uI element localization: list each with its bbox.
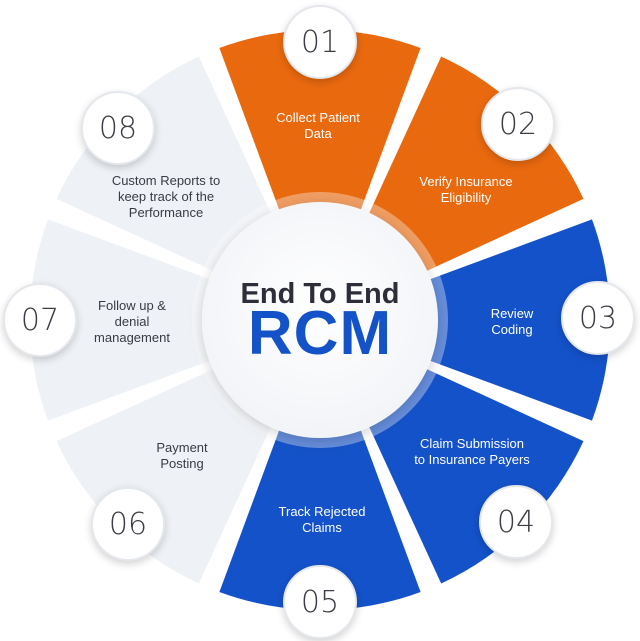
- step-number-badge-03: 03: [561, 281, 635, 355]
- segment-01: [219, 29, 421, 283]
- step-number-badge-05: 05: [283, 565, 357, 639]
- step-label-04: Claim Submission to Insurance Payers: [414, 436, 530, 467]
- step-label-01: Collect Patient Data: [276, 110, 360, 141]
- center-circle: [202, 202, 438, 438]
- step-label-06: Payment Posting: [156, 440, 208, 471]
- segment-05: [219, 357, 421, 610]
- step-number-badge-07: 07: [3, 283, 77, 357]
- step-label-08: Custom Reports to keep track of the Perf…: [111, 173, 221, 220]
- segment-07: [29, 219, 283, 421]
- step-number-badge-06: 06: [91, 487, 165, 561]
- center-title: End To End: [240, 278, 400, 310]
- center-acronym: RCM: [247, 299, 393, 368]
- step-label-05: Track Rejected Claims: [278, 504, 366, 535]
- step-number-badge-01: 01: [283, 5, 357, 79]
- step-label-02: Verify Insurance Eligibility: [419, 174, 513, 205]
- step-number-badge-02: 02: [481, 87, 555, 161]
- step-label-03: Review Coding: [490, 306, 534, 337]
- segment-03: [357, 219, 611, 421]
- step-number-badge-04: 04: [479, 485, 553, 559]
- step-label-07: Follow up & denial management: [94, 298, 170, 345]
- step-number-badge-08: 08: [81, 91, 155, 165]
